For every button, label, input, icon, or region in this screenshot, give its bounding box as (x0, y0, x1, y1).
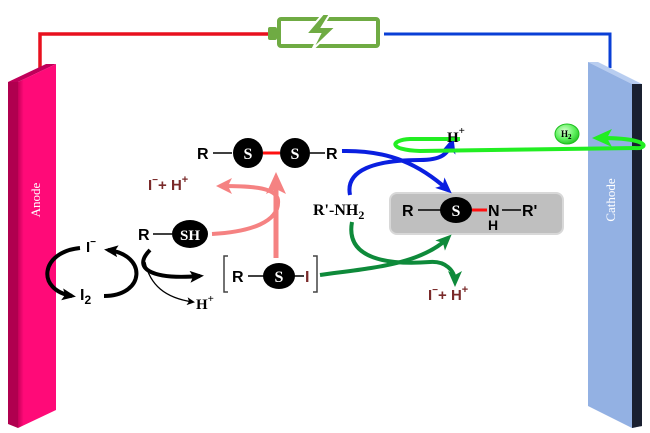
sulfenamide-product: R S N H R' (389, 192, 564, 235)
thiol-to-sulfenyl-arrow (141, 248, 204, 283)
sulfur-atom-1 (233, 138, 263, 168)
byproduct-iodide-proton-upper: I−+ H+ (148, 174, 188, 194)
sulfenamide-r-prime: R' (522, 203, 537, 220)
disulfide-r-right: R (326, 146, 338, 163)
iodine-label: I2 (80, 287, 91, 307)
sulfur-atom-2 (280, 138, 310, 168)
svg-text:I2: I2 (80, 287, 91, 307)
thiol-sh: SH (180, 228, 200, 244)
iodine-to-iodide-arrow (103, 245, 139, 298)
byproduct-iodide-proton-lower: I−+ H+ (428, 284, 468, 304)
proton-thiol-label: H+ (196, 293, 214, 313)
amine-label: R'-NH2 (313, 202, 364, 222)
thiol-r: R (138, 227, 150, 244)
disulfide-molecule: R S S R (197, 138, 338, 168)
green-arrow-sulfenyl-to-product (319, 234, 452, 277)
hydrogen-gas-bubble: H2 (554, 123, 580, 145)
sulfenamide-s: S (452, 203, 461, 220)
sulfenyl-s: S (275, 269, 284, 286)
svg-text:H+: H+ (196, 293, 214, 313)
pink-arrow-thiol-to-disulfide (211, 178, 281, 236)
svg-text:I−+ H+: I−+ H+ (148, 174, 188, 194)
cathode-label: Cathode (603, 178, 618, 222)
sulfenyl-i: I (305, 269, 309, 286)
svg-text:R'-NH2: R'-NH2 (313, 202, 364, 222)
green-arrow-amine-to-product (349, 221, 462, 287)
svg-text:I−+ H+: I−+ H+ (428, 284, 468, 304)
disulfide-r-left: R (197, 146, 209, 163)
thiol-sh-atom (172, 220, 208, 248)
sulfenamide-s-atom (440, 197, 472, 223)
thiol-molecule: R SH (138, 220, 208, 248)
disulfide-s1: S (244, 146, 253, 163)
blue-arrow-amine-to-proton (347, 137, 456, 196)
svg-text:H2: H2 (561, 129, 572, 141)
anode-wire (38, 32, 270, 68)
iodide-label: I− (86, 237, 96, 256)
sulfenyl-iodide-molecule: R S I (223, 255, 318, 293)
sulfenyl-r: R (232, 269, 244, 286)
anode-label: Anode (28, 182, 43, 217)
sulfenamide-h: H (488, 217, 498, 233)
battery-charging-icon (268, 13, 380, 51)
anode-electrode: Anode (8, 64, 56, 428)
proton-release-arrow (144, 261, 195, 306)
sulfenyl-s-atom (263, 263, 295, 289)
sulfenamide-n: N (488, 203, 500, 220)
disulfide-s2: S (291, 146, 300, 163)
cathode-electrode: Cathode (588, 62, 642, 428)
cathode-wire (384, 32, 612, 68)
proton-cathode-label: H+ (447, 125, 465, 146)
blue-arrow-disulfide-to-product (341, 148, 452, 194)
sulfenamide-r: R (402, 203, 414, 220)
svg-text:I−: I− (86, 237, 96, 256)
svg-text:H+: H+ (447, 125, 465, 146)
anode-oxidation-arrow (45, 246, 81, 301)
lime-arrow-proton-reduction (393, 129, 646, 154)
